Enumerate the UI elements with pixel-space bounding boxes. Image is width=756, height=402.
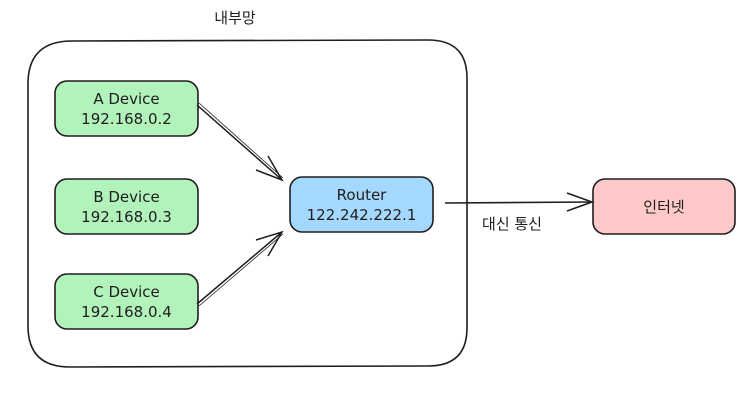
device-c-label: C Device 192.168.0.4 (55, 274, 198, 329)
device-a-ip: 192.168.0.2 (81, 109, 172, 128)
device-c-box[interactable] (54, 273, 199, 330)
arrowhead-icon (255, 155, 284, 182)
device-b-name: B Device (93, 187, 160, 206)
device-c-ip: 192.168.0.4 (81, 302, 172, 321)
router-name: Router (336, 185, 387, 204)
arrowhead-icon (566, 192, 595, 212)
arrow-device-a-to-router[interactable] (196, 102, 284, 182)
internet-label-wrap: 인터넷 (593, 179, 735, 234)
device-c-name: C Device (93, 282, 160, 301)
internal-network-group[interactable] (27, 39, 468, 368)
arrow-router-to-internet[interactable] (444, 192, 595, 212)
internet-box[interactable] (592, 178, 736, 235)
device-b-label: B Device 192.168.0.3 (55, 179, 198, 234)
internet-label: 인터넷 (643, 197, 685, 216)
device-a-name: A Device (93, 89, 160, 108)
device-b-box[interactable] (54, 178, 199, 235)
device-a-box[interactable] (54, 80, 199, 137)
edge-label-proxy-communication: 대신 통신 (482, 215, 542, 233)
device-a-label: A Device 192.168.0.2 (55, 81, 198, 136)
router-ip: 122.242.222.1 (306, 205, 417, 224)
arrowhead-icon (255, 230, 284, 257)
router-box[interactable] (289, 176, 434, 233)
group-label: 내부망 (214, 9, 256, 27)
arrow-device-c-to-router[interactable] (196, 230, 284, 307)
device-b-ip: 192.168.0.3 (81, 207, 172, 226)
router-label: Router 122.242.222.1 (290, 177, 433, 232)
